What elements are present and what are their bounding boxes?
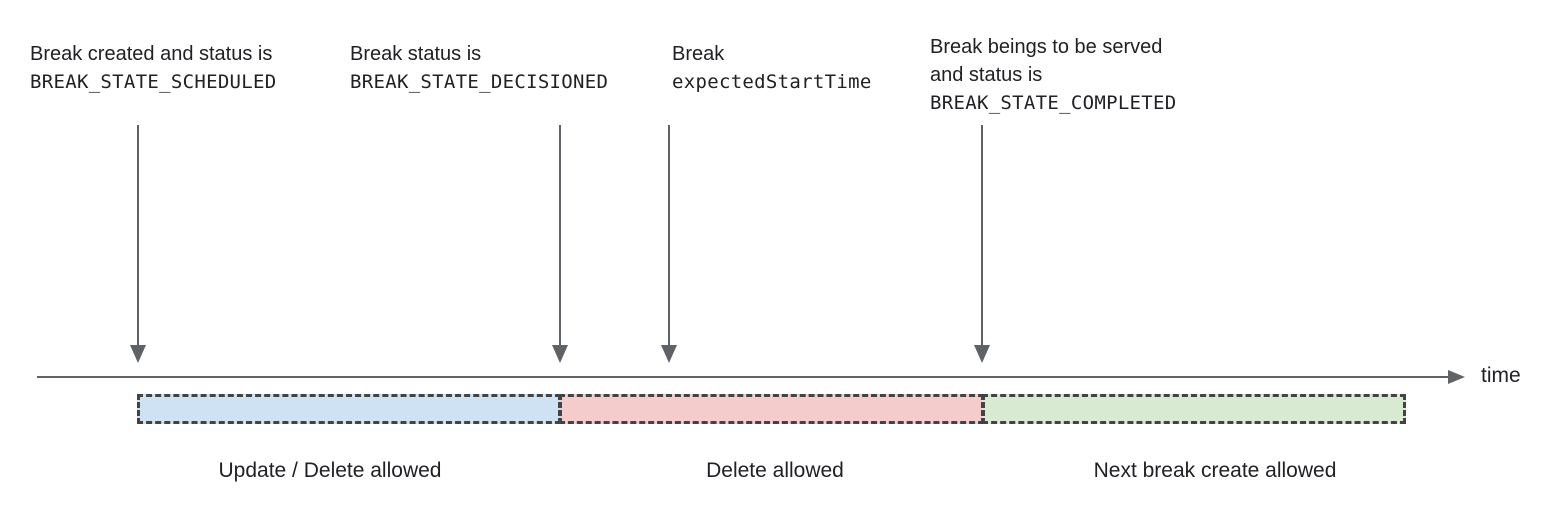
- arrow-head: [974, 345, 990, 363]
- annotation-code: expectedStartTime: [672, 71, 872, 93]
- annotation-text: Break: [672, 43, 725, 65]
- arrow-shaft: [668, 125, 670, 345]
- annotation-code: BREAK_STATE_COMPLETED: [930, 92, 1177, 114]
- arrow-shaft: [137, 125, 139, 345]
- down-arrow-icon: [551, 125, 569, 363]
- down-arrow-icon: [129, 125, 147, 363]
- annotation-code: BREAK_STATE_SCHEDULED: [30, 71, 277, 93]
- annotation-code: BREAK_STATE_DECISIONED: [350, 71, 609, 93]
- annotation-text: Break status is: [350, 43, 482, 65]
- segment-delete-allowed: [559, 394, 984, 424]
- annotation-break-decisioned: Break status is BREAK_STATE_DECISIONED: [350, 40, 608, 96]
- arrow-head: [130, 345, 146, 363]
- axis-arrow-icon: [1448, 370, 1465, 384]
- annotation-break-scheduled: Break created and status is BREAK_STATE_…: [30, 40, 277, 96]
- label-next-break-create-allowed: Next break create allowed: [1093, 459, 1337, 482]
- down-arrow-icon: [973, 125, 991, 363]
- time-axis-label: time: [1481, 364, 1521, 387]
- annotation-expected-start-time: Break expectedStartTime: [672, 40, 872, 96]
- segment-next-break-create-allowed: [982, 394, 1406, 424]
- arrow-shaft: [981, 125, 983, 345]
- annotation-break-completed: Break beings to be served and status is …: [930, 33, 1177, 117]
- arrow-head: [661, 345, 677, 363]
- annotation-text: and status is: [930, 64, 1043, 86]
- arrow-head: [552, 345, 568, 363]
- annotation-text: Break beings to be served: [930, 36, 1163, 58]
- segment-update-delete-allowed: [137, 394, 561, 424]
- timeline-axis: [37, 376, 1448, 378]
- down-arrow-icon: [660, 125, 678, 363]
- label-delete-allowed: Delete allowed: [706, 459, 844, 482]
- annotation-text: Break created and status is: [30, 43, 273, 65]
- label-update-delete-allowed: Update / Delete allowed: [218, 459, 442, 482]
- arrow-shaft: [559, 125, 561, 345]
